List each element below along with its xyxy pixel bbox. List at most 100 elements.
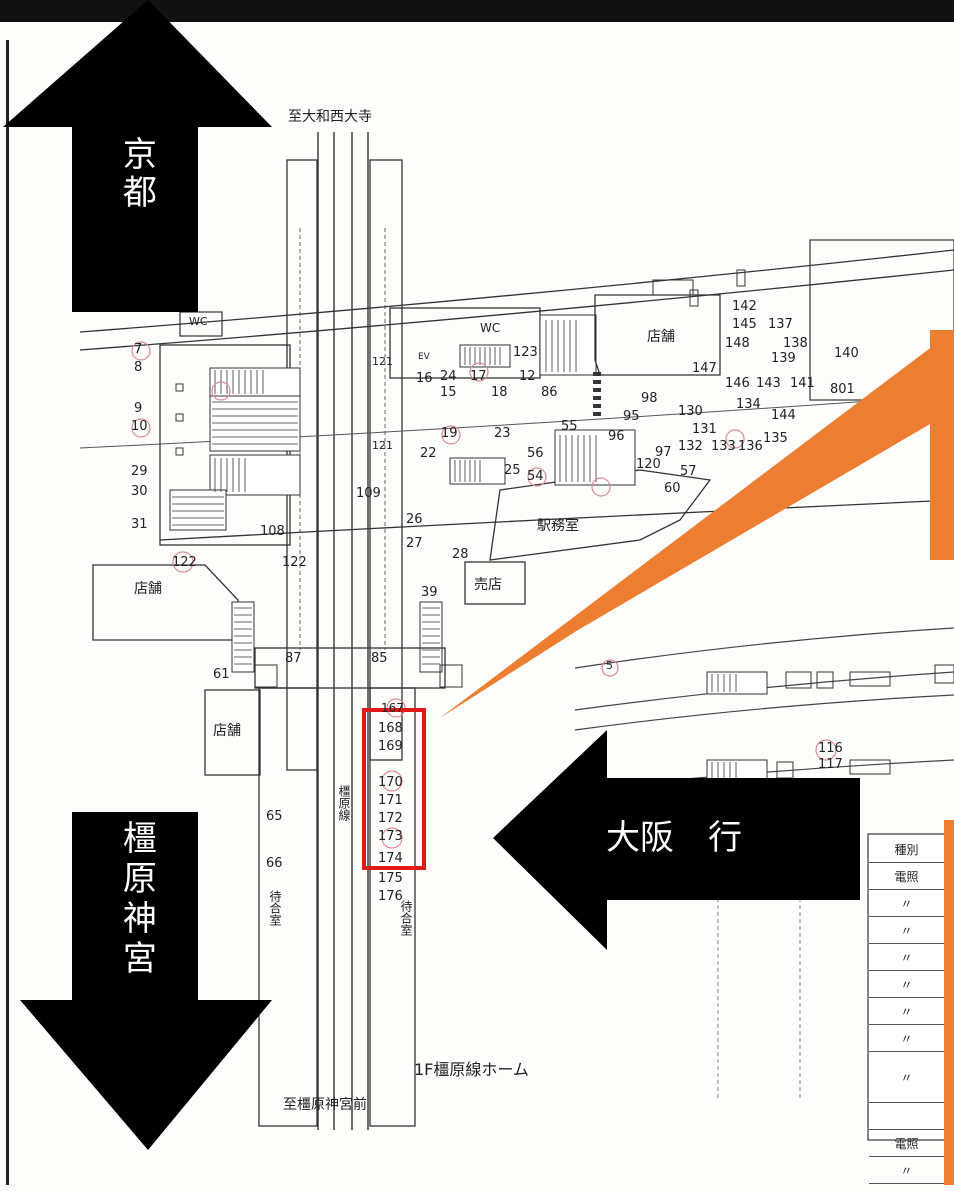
arrow-down-kashihara xyxy=(20,812,272,1150)
fixture-number: 145 xyxy=(732,317,757,332)
fixture-number: 18 xyxy=(491,385,508,400)
fixture-number: 142 xyxy=(732,299,757,314)
fixture-number: 146 xyxy=(725,376,750,391)
fixture-number: 98 xyxy=(641,391,658,406)
waiting-room-west: 待合室 xyxy=(268,890,282,926)
shop-center xyxy=(594,294,721,376)
fixture-number: 29 xyxy=(131,464,148,479)
arrow-label-kashihara: 橿原神宮 xyxy=(96,820,176,990)
fixture-number: 121 xyxy=(372,355,393,368)
top-border xyxy=(0,0,954,22)
kashihara-text: 橿原神宮 xyxy=(116,820,157,980)
fixture-number: 148 xyxy=(725,336,750,351)
fixture-number: 31 xyxy=(131,517,148,532)
fixture-number: 25 xyxy=(504,463,521,478)
left-border-line xyxy=(6,40,9,1185)
kiosk-box xyxy=(464,561,526,605)
fixture-number: 116 xyxy=(818,741,843,756)
fixture-number: 95 xyxy=(623,409,640,424)
fixture-number: 56 xyxy=(527,446,544,461)
fixture-number: 120 xyxy=(636,457,661,472)
legend-row: 〃 xyxy=(869,1157,944,1184)
fixture-number: 17 xyxy=(470,369,487,384)
east-platform-upper xyxy=(369,159,403,761)
fixture-number: 135 xyxy=(763,431,788,446)
legend-row: 〃 xyxy=(869,998,944,1025)
fixture-number: 55 xyxy=(561,419,578,434)
fixture-number: 136 xyxy=(738,439,763,454)
fixture-number: 60 xyxy=(664,481,681,496)
fixture-number: 7 xyxy=(134,342,143,357)
arrow-label-kyoto: 京都 xyxy=(96,136,176,222)
legend-row: 〃 xyxy=(869,944,944,971)
highlight-number: 174 xyxy=(378,851,403,866)
legend-row xyxy=(869,1103,944,1130)
arrow-label-osaka: 大阪 行 xyxy=(606,818,742,858)
fixture-number: 26 xyxy=(406,512,423,527)
shop-label-lower-left: 店舗 xyxy=(213,723,241,739)
stairs-left xyxy=(169,367,301,531)
fixture-number: 15 xyxy=(440,385,457,400)
fixture-number: 24 xyxy=(440,369,457,384)
fixture-number: 96 xyxy=(608,429,625,444)
shop-lower-left xyxy=(204,689,261,776)
arrow-up-kyoto xyxy=(3,0,272,312)
fixture-number: 27 xyxy=(406,536,423,551)
bridge-concourse xyxy=(254,647,446,689)
fixture-number: 138 xyxy=(783,336,808,351)
fixture-number: 5 xyxy=(606,659,613,672)
legend-row: 〃 xyxy=(869,890,944,917)
legend-row: 電照 xyxy=(869,1130,944,1157)
label-to-south: 至橿原神宮前 xyxy=(283,1097,367,1113)
fixture-number: 28 xyxy=(452,547,469,562)
fixture-number: 30 xyxy=(131,484,148,499)
shop-left xyxy=(92,564,239,641)
highlight-number: 175 xyxy=(378,871,403,886)
fixture-number: 134 xyxy=(736,397,761,412)
fixture-number: 122 xyxy=(282,555,307,570)
fixture-number: 86 xyxy=(541,385,558,400)
wc-label-left: WC xyxy=(189,315,208,328)
highlight-number: 167 xyxy=(381,701,404,715)
highlight-number: 173 xyxy=(378,829,403,844)
fixture-number: 10 xyxy=(131,419,148,434)
wc-box-left xyxy=(179,311,223,337)
fixture-number: 8 xyxy=(134,360,143,375)
fixture-number: 108 xyxy=(260,524,285,539)
station-office-label: 駅務室 xyxy=(537,518,579,534)
fixture-number: 144 xyxy=(771,408,796,423)
fixture-number: 57 xyxy=(680,464,697,479)
fixture-number: 140 xyxy=(834,346,859,361)
legend-table: 種別 電照 〃 〃 〃 〃 〃 〃 〃 電照 〃 xyxy=(869,836,944,1184)
legend-row: 〃 xyxy=(869,1052,944,1103)
legend-row: 電照 xyxy=(869,863,944,890)
fixture-number: 19 xyxy=(441,426,458,441)
legend-header: 種別 xyxy=(869,836,944,863)
highlight-number: 169 xyxy=(378,739,403,754)
callout-box-lower xyxy=(944,820,954,1185)
fixture-number: 137 xyxy=(768,317,793,332)
fixture-number: 23 xyxy=(494,426,511,441)
fixture-number: 141 xyxy=(790,376,815,391)
kiosk-label: 売店 xyxy=(474,577,502,593)
callout-pointer xyxy=(440,330,954,718)
waiting-room-east: 待合室 xyxy=(399,900,413,936)
arrow-left-osaka xyxy=(493,730,860,950)
fixture-number: 61 xyxy=(213,667,230,682)
fixture-number: 66 xyxy=(266,856,283,871)
fixture-number: 143 xyxy=(756,376,781,391)
ev-label: EV xyxy=(418,352,430,362)
label-to-north: 至大和西大寺 xyxy=(288,109,372,125)
kyoto-text: 京都 xyxy=(116,136,157,212)
fixture-number: 12 xyxy=(519,369,536,384)
fixture-number: 131 xyxy=(692,422,717,437)
callout-box-upper xyxy=(930,330,954,560)
highlight-number: 176 xyxy=(378,889,403,904)
fixture-number: 139 xyxy=(771,351,796,366)
fixture-number: 147 xyxy=(692,361,717,376)
legend-row: 〃 xyxy=(869,917,944,944)
fixture-number: 85 xyxy=(371,651,388,666)
shop-label-center: 店舗 xyxy=(647,329,675,345)
fixture-number: 133 xyxy=(711,439,736,454)
